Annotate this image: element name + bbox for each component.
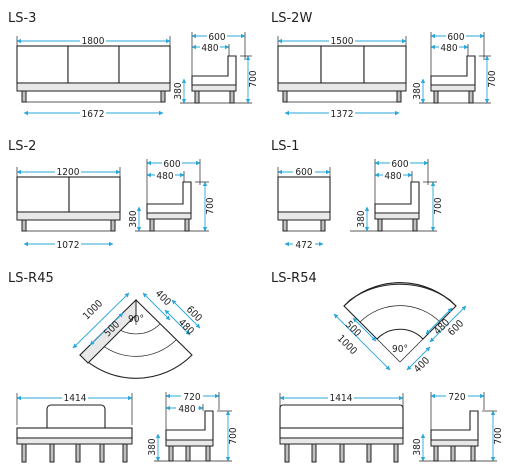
- lsr45-outer-label: 1000: [81, 298, 105, 322]
- ls1-width-label: 600: [295, 167, 312, 178]
- ls3-width-label: 1800: [82, 36, 105, 47]
- ls2w-legspan-label: 1372: [331, 109, 354, 120]
- lsr45-title: LS-R45: [8, 271, 54, 286]
- ls2w-depth-label: 600: [447, 32, 464, 43]
- ls1-seatheight-label: 380: [356, 210, 367, 227]
- lsr54-group: LS-R54 90° 1000 500 400 600 480 1414: [271, 271, 504, 463]
- lsr54-plan-view: 90° 1000 500 400 600 480: [333, 282, 466, 375]
- ls3-group: LS-3 1800 1672 600 480: [8, 11, 259, 120]
- lsr54-front-view: 1414: [279, 391, 404, 463]
- ls2w-width-label: 1500: [331, 36, 354, 47]
- lsr54-arm-label: 400: [412, 355, 432, 375]
- ls2-group: LS-2 1200 1072 600 480: [8, 139, 216, 251]
- ls2-seatdepth-label: 480: [156, 171, 173, 182]
- ls3-height-label: 700: [248, 70, 259, 87]
- lsr45-group: LS-R45 90° 1000 500 400 600 480 1414: [8, 271, 239, 463]
- ls2w-seatdepth-label: 480: [440, 43, 457, 54]
- lsr45-height-label: 700: [228, 427, 239, 444]
- ls2w-side-view: 600 480 380 700: [412, 30, 498, 104]
- lsr54-side-view: 720 380 700: [412, 390, 504, 462]
- lsr54-title: LS-R54: [271, 271, 317, 286]
- ls2-depth-label: 600: [163, 159, 180, 170]
- ls1-depth-label: 600: [391, 159, 408, 170]
- lsr54-depth-label: 600: [446, 318, 466, 338]
- ls1-side-view: 600 480 380 700: [350, 157, 444, 232]
- lsr54-angle-label: 90°: [392, 344, 408, 355]
- ls2w-front-view: 1500 1372: [277, 34, 407, 120]
- ls2-title: LS-2: [8, 139, 36, 154]
- ls2-side-view: 600 480 380 700: [128, 157, 216, 232]
- ls1-title: LS-1: [271, 139, 299, 154]
- ls3-side-view: 600 480 380 700: [173, 30, 259, 104]
- lsr45-angle-label: 90°: [128, 314, 144, 325]
- ls1-legspan-label: 472: [295, 240, 312, 251]
- ls1-front-view: 600 472: [277, 165, 331, 251]
- ls2w-title: LS-2W: [271, 11, 312, 26]
- ls3-seatheight-label: 380: [173, 82, 184, 99]
- ls2-width-label: 1200: [57, 167, 80, 178]
- ls2w-seatheight-label: 380: [412, 82, 423, 99]
- ls1-group: LS-1 600 472 600 480: [271, 139, 444, 251]
- ls3-seatdepth-label: 480: [201, 43, 218, 54]
- ls1-height-label: 700: [433, 197, 444, 214]
- lsr45-front-view: 1414: [16, 391, 133, 463]
- ls2w-height-label: 700: [487, 70, 498, 87]
- ls3-title: LS-3: [8, 11, 36, 26]
- ls1-seatdepth-label: 480: [384, 171, 401, 182]
- lsr54-height-label: 700: [493, 427, 504, 444]
- lsr54-sidedepth-label: 720: [448, 392, 465, 403]
- ls3-legspan-label: 1672: [82, 109, 105, 120]
- lsr45-sideseat-label: 480: [178, 404, 195, 415]
- ls2-front-view: 1200 1072: [16, 165, 121, 251]
- lsr54-seatheight-label: 380: [412, 438, 423, 455]
- ls2w-group: LS-2W 1500 1372 600 480: [271, 11, 498, 120]
- ls2-seatheight-label: 380: [128, 210, 139, 227]
- ls3-depth-label: 600: [208, 32, 225, 43]
- ls2-legspan-label: 1072: [57, 240, 80, 251]
- lsr54-width-label: 1414: [330, 393, 353, 404]
- lsr45-plan-view: 90° 1000 500 400 600 480: [72, 288, 204, 379]
- ls3-front-view: 1800 1672: [16, 34, 171, 120]
- ls2-height-label: 700: [205, 197, 216, 214]
- lsr45-width-label: 1414: [64, 393, 87, 404]
- lsr45-side-view: 720 480 380 700: [147, 390, 239, 462]
- lsr45-seatheight-label: 380: [147, 438, 158, 455]
- lsr45-sidedepth-label: 720: [183, 392, 200, 403]
